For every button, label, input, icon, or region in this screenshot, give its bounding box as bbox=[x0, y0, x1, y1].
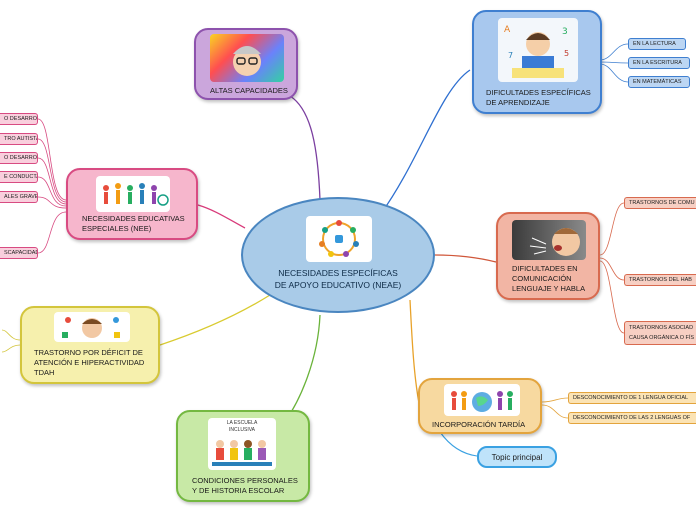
aprendizaje-label-line2: DE APRENDIZAJE bbox=[486, 98, 550, 107]
inclusion-circle-image bbox=[306, 216, 372, 262]
altas-capacidades-image bbox=[210, 34, 284, 82]
escuela-inclusiva-image: LA ESCUELA INCLUSIVA bbox=[208, 418, 276, 470]
link-habla bbox=[434, 254, 497, 263]
altas-capacidades-label: ALTAS CAPACIDADES bbox=[210, 86, 288, 95]
node-tdah[interactable]: TRASTORNO POR DÉFICIT DE ATENCIÓN E HIPE… bbox=[20, 306, 160, 384]
escuela-caption-line2: INCLUSIVA bbox=[228, 427, 256, 433]
central-topic[interactable]: NECESIDADES ESPECÍFICAS DE APOYO EDUCATI… bbox=[240, 196, 436, 314]
nee-label-line2: ESPECIALES (NEE) bbox=[82, 224, 152, 233]
leaf-en-matematicas[interactable]: EN MATEMÁTICAS bbox=[628, 76, 690, 88]
central-title-line2: DE APOYO EDUCATIVO (NEAE) bbox=[274, 280, 402, 290]
nee-label-line1: NECESIDADES EDUCATIVAS bbox=[82, 214, 185, 223]
habla-label-line1: DIFICULTADES EN bbox=[512, 264, 578, 273]
escuela-caption-line1: LA ESCUELA bbox=[226, 420, 258, 426]
leaf-trastornos-comunicacion[interactable]: TRASTORNOS DE COMU bbox=[624, 197, 696, 209]
svg-text:5: 5 bbox=[564, 49, 569, 58]
leaf-desconocimiento-2-lenguas[interactable]: DESCONOCIMIENTO DE LAS 2 LENGUAS OF bbox=[568, 412, 696, 424]
leaf-nee-4[interactable]: E CONDUCTA bbox=[0, 171, 38, 183]
tdah-image bbox=[54, 312, 130, 342]
tardia-image bbox=[444, 384, 520, 416]
link-altas bbox=[289, 95, 321, 201]
link-topic bbox=[439, 431, 478, 457]
leaf-nee-3[interactable]: O DESARROLLO bbox=[0, 152, 38, 164]
habla-label-line3: LENGUAJE Y HABLA bbox=[512, 284, 586, 293]
node-topic-principal[interactable]: Topic principal bbox=[477, 446, 557, 468]
node-altas-capacidades[interactable]: ALTAS CAPACIDADES bbox=[194, 28, 298, 100]
link-nee bbox=[197, 204, 246, 229]
tardia-label: INCORPORACIÓN TARDÍA bbox=[432, 420, 526, 429]
aprendizaje-label-line1: DIFICULTADES ESPECÍFICAS bbox=[486, 88, 591, 97]
leaf-trastornos-asociados-line2: CAUSA ORGÁNICA O FÍS bbox=[629, 335, 695, 341]
central-title-line1: NECESIDADES ESPECÍFICAS bbox=[278, 268, 398, 278]
tdah-label-line3: TDAH bbox=[34, 368, 55, 377]
svg-text:3: 3 bbox=[562, 27, 568, 37]
link-aprendizaje bbox=[379, 69, 471, 216]
leaf-en-la-escritura[interactable]: EN LA ESCRITURA bbox=[628, 57, 690, 69]
habla-image bbox=[512, 220, 586, 260]
tdah-label-line1: TRASTORNO POR DÉFICIT DE bbox=[34, 348, 143, 357]
condiciones-label-line2: Y DE HISTORIA ESCOLAR bbox=[192, 486, 285, 495]
leaf-trastornos-asociados-line1: TRASTORNOS ASOCIAD bbox=[629, 325, 694, 331]
node-dificultades-aprendizaje[interactable]: A 3 7 5 DIFICULTADES ESPECÍFICAS DE APRE… bbox=[472, 10, 602, 114]
leaf-desconocimiento-1-lengua[interactable]: DESCONOCIMIENTO DE 1 LENGUA OFICIAL bbox=[568, 392, 696, 404]
leaf-nee-2[interactable]: TRO AUTISTA bbox=[0, 133, 38, 145]
habla-label-line2: COMUNICACIÓN bbox=[512, 274, 572, 283]
node-dificultades-comunicacion[interactable]: DIFICULTADES EN COMUNICACIÓN LENGUAJE Y … bbox=[496, 212, 600, 300]
leaf-trastornos-habla[interactable]: TRASTORNOS DEL HAB bbox=[624, 274, 696, 286]
nee-image bbox=[96, 176, 170, 212]
node-condiciones-personales[interactable]: LA ESCUELA INCLUSIVA CONDICIONES PERSONA… bbox=[176, 410, 310, 502]
leaf-nee-1[interactable]: O DESARROLLO bbox=[0, 113, 38, 125]
leaf-en-la-lectura[interactable]: EN LA LECTURA bbox=[628, 38, 686, 50]
svg-text:7: 7 bbox=[508, 51, 513, 60]
svg-text:A: A bbox=[504, 25, 511, 35]
link-condiciones bbox=[285, 314, 321, 421]
aprendizaje-image: A 3 7 5 bbox=[498, 18, 578, 82]
node-incorporacion-tardia[interactable]: INCORPORACIÓN TARDÍA bbox=[418, 378, 542, 434]
node-necesidades-educativas-especiales[interactable]: NECESIDADES EDUCATIVAS ESPECIALES (NEE) bbox=[66, 168, 198, 240]
leaf-trastornos-asociados[interactable]: TRASTORNOS ASOCIAD CAUSA ORGÁNICA O FÍS bbox=[624, 321, 696, 345]
leaf-nee-6[interactable]: SCAPACIDAD bbox=[0, 247, 38, 259]
leaf-nee-5[interactable]: ALES GRAVES bbox=[0, 191, 38, 203]
condiciones-label-line1: CONDICIONES PERSONALES bbox=[192, 476, 298, 485]
topic-principal-label: Topic principal bbox=[491, 453, 543, 462]
link-tdah bbox=[159, 294, 271, 346]
tdah-label-line2: ATENCIÓN E HIPERACTIVIDAD bbox=[34, 358, 145, 367]
